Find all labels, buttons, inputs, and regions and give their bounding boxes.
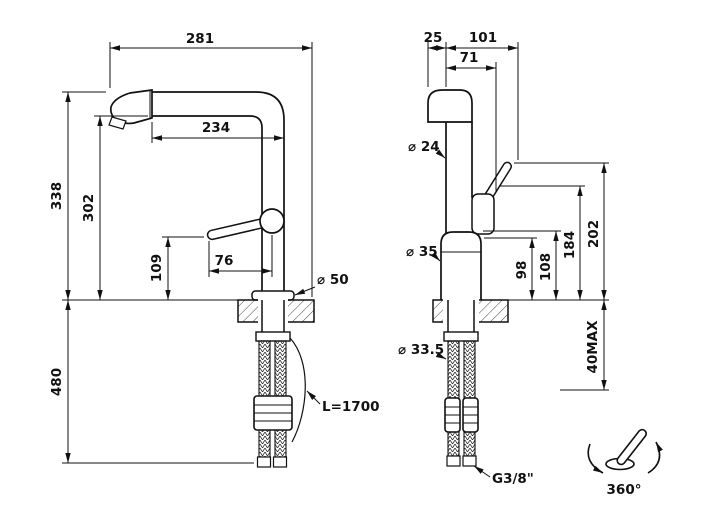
dim-25-label: 25 [424,30,443,46]
counter-section-front [237,298,315,342]
counter-section-side [432,298,509,342]
side-body [440,231,482,300]
hose-end-3 [446,455,461,467]
dim-25: 25 [424,30,447,87]
hoses-side [444,340,479,467]
dim-71: 71 [446,50,497,192]
swivel-arrow-right [647,441,663,474]
dim-109-label: 109 [149,254,165,282]
hose-end-2 [272,456,288,468]
hose-end-1 [256,456,272,468]
dim-76: 76 [208,235,273,277]
dim-dia50: ⌀ 50 [294,272,349,296]
dim-thread: G3/8" [473,465,534,487]
dim-108: 108 [483,230,561,300]
dim-234: 234 [151,120,284,143]
dim-76-label: 76 [215,253,234,269]
dim-108-label: 108 [538,253,554,281]
lever-housing [471,193,495,235]
dim-dia35-label: ⌀ 35 [406,244,438,260]
dim-dia33-5-label: ⌀ 33.5 [398,342,444,358]
braided-hose-3 [447,340,460,399]
dim-234-label: 234 [202,120,230,136]
dim-dia35: ⌀ 35 [406,244,441,262]
dims-side: 25 101 71 ⌀ 24 ⌀ 35 98 108 [398,30,609,487]
swivel-label: 360° [607,482,642,498]
dim-202: 202 [514,162,609,300]
swivel-arrow-left [587,443,604,474]
dim-338: 338 [49,91,238,301]
dim-184: 184 [500,185,585,300]
dim-dia24-label: ⌀ 24 [408,139,440,155]
dim-71-label: 71 [460,50,479,66]
hose-end-4 [462,455,477,467]
ball-joint [259,208,285,234]
dim-109: 109 [149,236,204,300]
swivel-lever [616,428,647,466]
dim-480-label: 480 [49,368,65,396]
dim-dia33-5: ⌀ 33.5 [398,342,447,360]
spout-outer-line [150,91,285,291]
mounting-nut-side [443,331,479,342]
shank-hole [258,298,288,324]
front-view [108,89,295,301]
side-head [427,89,473,123]
dim-338-label: 338 [49,182,65,210]
braided-hose-4 [463,340,476,399]
aerator [108,116,127,130]
pullout-hose-curve [289,337,306,443]
dim-dia50-label: ⌀ 50 [317,272,349,288]
spout-inner-line [150,115,263,291]
dim-202-label: 202 [586,220,602,248]
dim-hose-length: L=1700 [306,390,380,415]
dim-dia24: ⌀ 24 [408,139,446,159]
shank-hole-side [443,298,479,324]
hose-length-label: L=1700 [322,399,380,415]
dim-480: 480 [49,300,254,464]
mounting-nut [255,331,291,342]
dim-101: 101 [446,30,519,160]
dim-40max: 40MAX [560,300,609,391]
dim-98: 98 [484,237,537,300]
dims-front: 281 234 338 302 109 76 [49,31,380,464]
dim-302-label: 302 [81,194,97,222]
dim-281-label: 281 [186,31,214,47]
front-lever [206,218,266,241]
swivel-icon: 360° [587,428,663,498]
dim-281: 281 [109,31,313,297]
dim-302: 302 [81,115,148,300]
dim-101-label: 101 [469,30,497,46]
dim-98-label: 98 [514,261,530,280]
side-view [427,89,513,300]
dim-40max-label: 40MAX [585,320,601,374]
hoses-front [253,337,306,468]
dim-184-label: 184 [562,231,578,259]
thread-label: G3/8" [492,471,534,487]
handspray-head [109,89,153,125]
